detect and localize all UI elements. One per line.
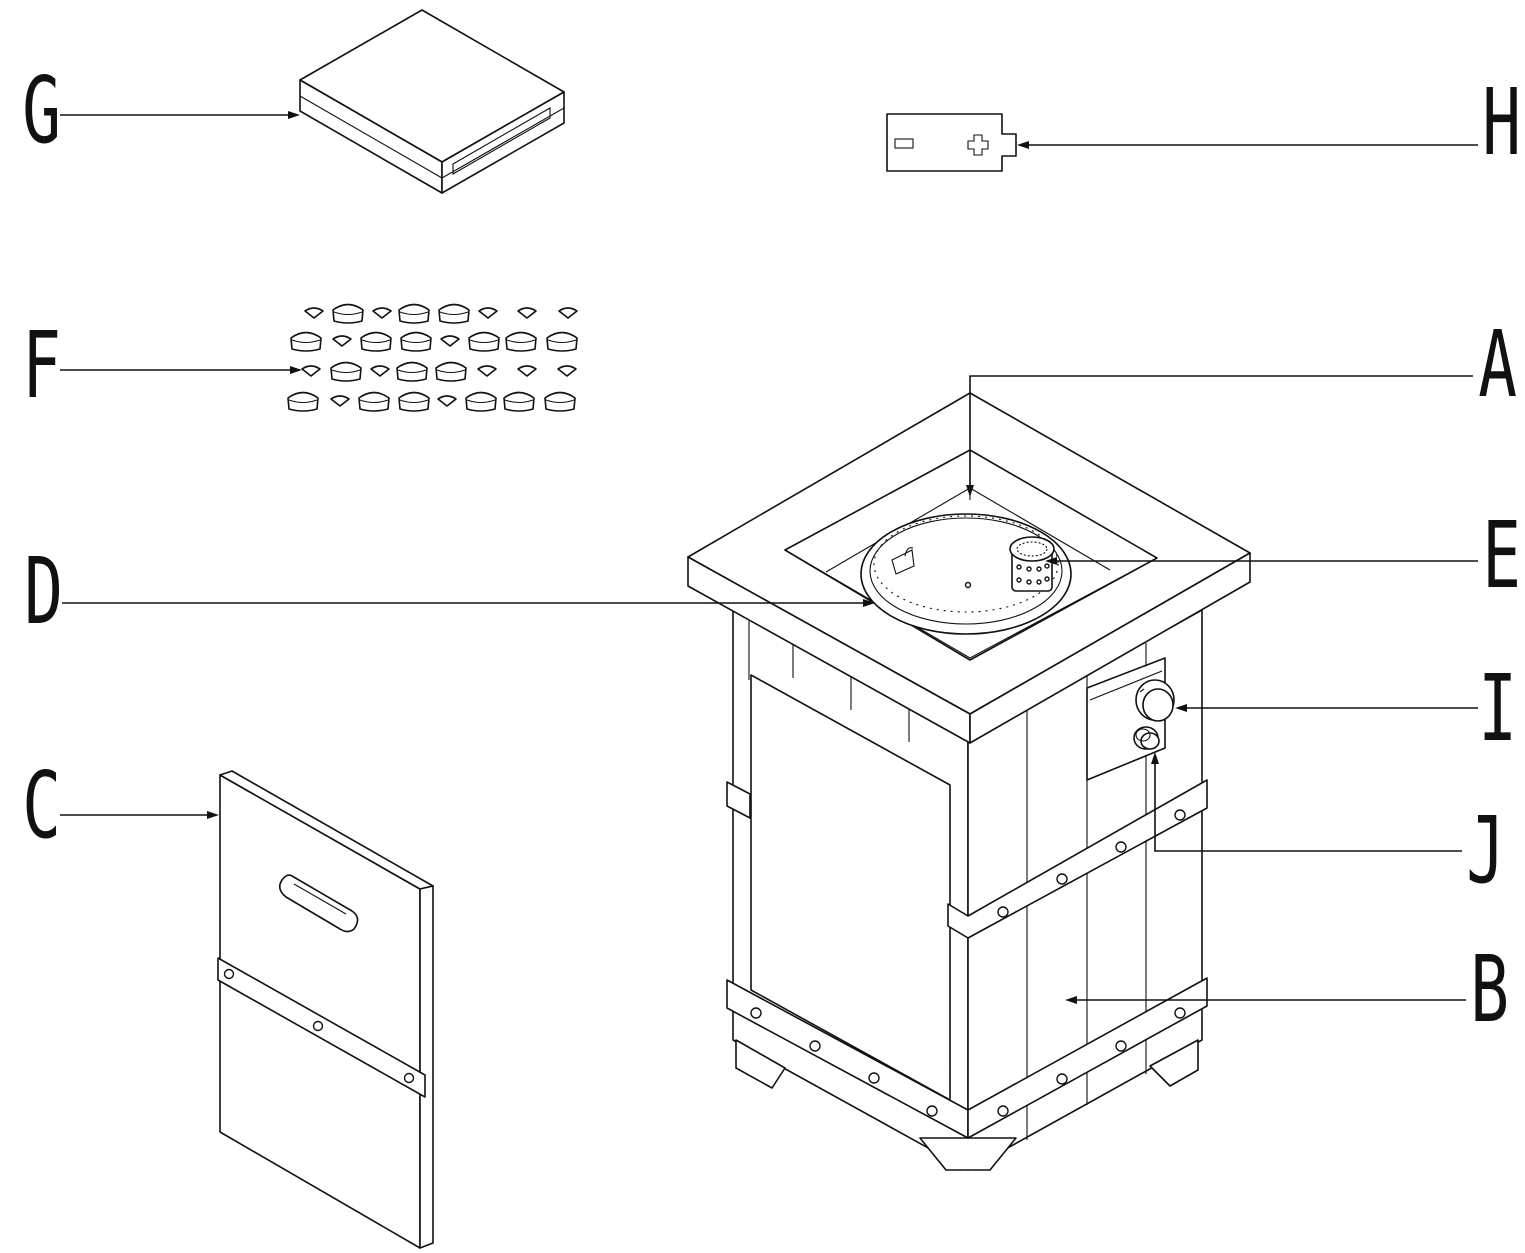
lava-rock	[396, 361, 428, 382]
lava-rock	[287, 391, 319, 412]
callout-j-label: J	[1466, 796, 1505, 904]
lava-rock-edge	[399, 311, 429, 316]
lava-rock	[517, 307, 537, 319]
lava-rock	[468, 331, 500, 352]
lava-rock	[330, 395, 350, 407]
part-i-control-knob	[1135, 679, 1175, 722]
lava-rock-edge	[506, 339, 536, 344]
callout-letters: G H F A E D I C J B	[22, 56, 1521, 1043]
lava-rock	[398, 303, 430, 324]
lava-rock-edge	[469, 339, 499, 344]
lava-rock	[503, 391, 535, 412]
lava-rock-edge	[361, 339, 391, 344]
lava-rock	[478, 307, 498, 319]
lava-rock	[304, 307, 324, 319]
lava-rock	[546, 331, 578, 352]
lava-rock	[290, 331, 322, 352]
lava-rock	[301, 365, 321, 377]
callout-i-label: I	[1478, 654, 1517, 762]
lava-rock-edge	[466, 399, 496, 404]
lava-rock	[332, 303, 364, 324]
lava-rock-edge	[545, 399, 575, 404]
callout-h-label: H	[1482, 68, 1521, 176]
lava-rock	[330, 361, 362, 382]
lava-rock-edge	[399, 399, 429, 404]
lava-rock-edge	[397, 369, 427, 374]
lava-rock	[435, 361, 467, 382]
callout-d-label: D	[24, 537, 63, 645]
callout-g-label: G	[22, 56, 61, 164]
battery-positive-icon	[967, 134, 989, 156]
part-b-fire-pit-body	[726, 609, 1208, 1171]
lava-rock	[400, 331, 432, 352]
lava-rock-edge	[504, 399, 534, 404]
lava-rock-edge	[439, 311, 469, 316]
part-e-igniter	[1009, 536, 1055, 592]
lava-rock	[358, 391, 390, 412]
lava-rock-edge	[401, 339, 431, 344]
callout-c-label: C	[22, 751, 61, 859]
lava-rock	[437, 395, 457, 407]
callout-b-label: B	[1470, 935, 1509, 1043]
lava-rock	[370, 365, 390, 377]
lava-rock-edge	[331, 369, 361, 374]
callout-f-label: F	[22, 311, 61, 419]
callout-e-label: E	[1482, 501, 1521, 609]
leader-lines	[60, 111, 1478, 1004]
lava-rock	[517, 365, 537, 377]
battery-negative-icon	[894, 138, 914, 149]
lava-rock-edge	[359, 399, 389, 404]
part-f-lava-rocks	[287, 303, 578, 412]
lava-rock	[360, 331, 392, 352]
lava-rock	[477, 365, 497, 377]
callout-a-label: A	[1478, 310, 1517, 418]
part-c-door-panel	[217, 770, 434, 1249]
part-j-ignition-button	[1133, 726, 1160, 750]
lava-rock-edge	[288, 399, 318, 404]
lava-rock-edge	[333, 311, 363, 316]
lava-rock-edge	[291, 339, 321, 344]
lava-rock	[440, 335, 460, 347]
lava-rock	[372, 307, 392, 319]
lava-rock	[438, 303, 470, 324]
part-g-cover	[299, 9, 565, 194]
lava-rock	[505, 331, 537, 352]
lava-rock	[558, 307, 578, 319]
lava-rock-edge	[436, 369, 466, 374]
lava-rock	[544, 391, 576, 412]
lava-rock	[398, 391, 430, 412]
part-h-battery	[886, 113, 1017, 172]
lava-rock	[465, 391, 497, 412]
lava-rock-edge	[547, 339, 577, 344]
lava-rock	[557, 365, 577, 377]
lava-rock	[332, 335, 352, 347]
